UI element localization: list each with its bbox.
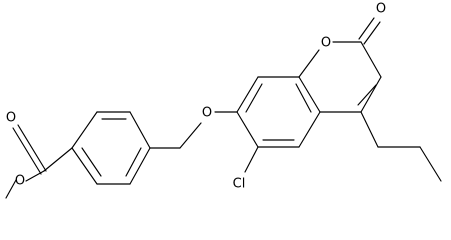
benzo-bond <box>236 111 259 148</box>
benzene-ring <box>71 111 151 185</box>
atom-o-ether: O <box>202 106 212 121</box>
benzo-bond <box>298 111 321 148</box>
benzene-bond <box>71 111 98 149</box>
atom-label: O <box>321 36 331 51</box>
benzene-bond <box>129 111 151 149</box>
atom-label: Cl <box>233 177 246 192</box>
pyranone-bond <box>360 76 382 113</box>
atom-label: O <box>6 111 16 126</box>
benzo-bond <box>236 76 259 113</box>
propyl-bond <box>360 111 379 148</box>
pyranone-bond <box>298 49 320 78</box>
atom-o-lactone-carbonyl: O <box>376 2 386 17</box>
bond-carbonyl-to-ring <box>43 147 73 172</box>
atom-o-methoxy: O <box>15 174 25 189</box>
benzo-inner-bond <box>245 83 263 113</box>
atom-label: O <box>15 174 25 189</box>
bond-ring-cl <box>244 146 259 173</box>
atom-label: O <box>202 106 212 121</box>
pyranone-inner-bond <box>357 84 377 106</box>
atom-cl: Cl <box>233 177 246 192</box>
propyl-bond <box>419 146 442 182</box>
bond-lactone-co-a <box>358 17 375 40</box>
atom-labels: O O O O O Cl <box>6 2 386 192</box>
benzene-inner-bond <box>81 147 102 177</box>
structure-canvas: O O O O O Cl <box>5 2 442 199</box>
atom-label: O <box>376 2 386 17</box>
bond-carbonyl-double-b <box>12 127 42 175</box>
benzyl-ether-linker <box>149 111 238 149</box>
bond-o-carbonyl-carbon <box>25 170 45 182</box>
benzo-bond <box>298 76 321 113</box>
benzene-inner-bond <box>125 147 142 177</box>
molecule-structure: O O O O O Cl <box>5 2 442 199</box>
ester-group <box>5 124 73 199</box>
bond-methyl-o <box>5 179 17 199</box>
bond-carbonyl-double-a <box>17 124 47 172</box>
bond-lactone-co-b <box>363 21 381 45</box>
coumarin-benzo-ring <box>236 76 321 148</box>
benzo-inner-bond <box>295 83 312 113</box>
propyl-chain <box>360 111 442 182</box>
atom-o-carbonyl-ester: O <box>6 111 16 126</box>
pyranone-bond <box>360 41 382 78</box>
bond-ch2-o <box>179 122 202 149</box>
benzene-bond <box>71 147 98 185</box>
pyranone-ring <box>298 17 382 113</box>
benzene-bond <box>129 147 151 185</box>
atom-o-ring: O <box>321 36 331 51</box>
